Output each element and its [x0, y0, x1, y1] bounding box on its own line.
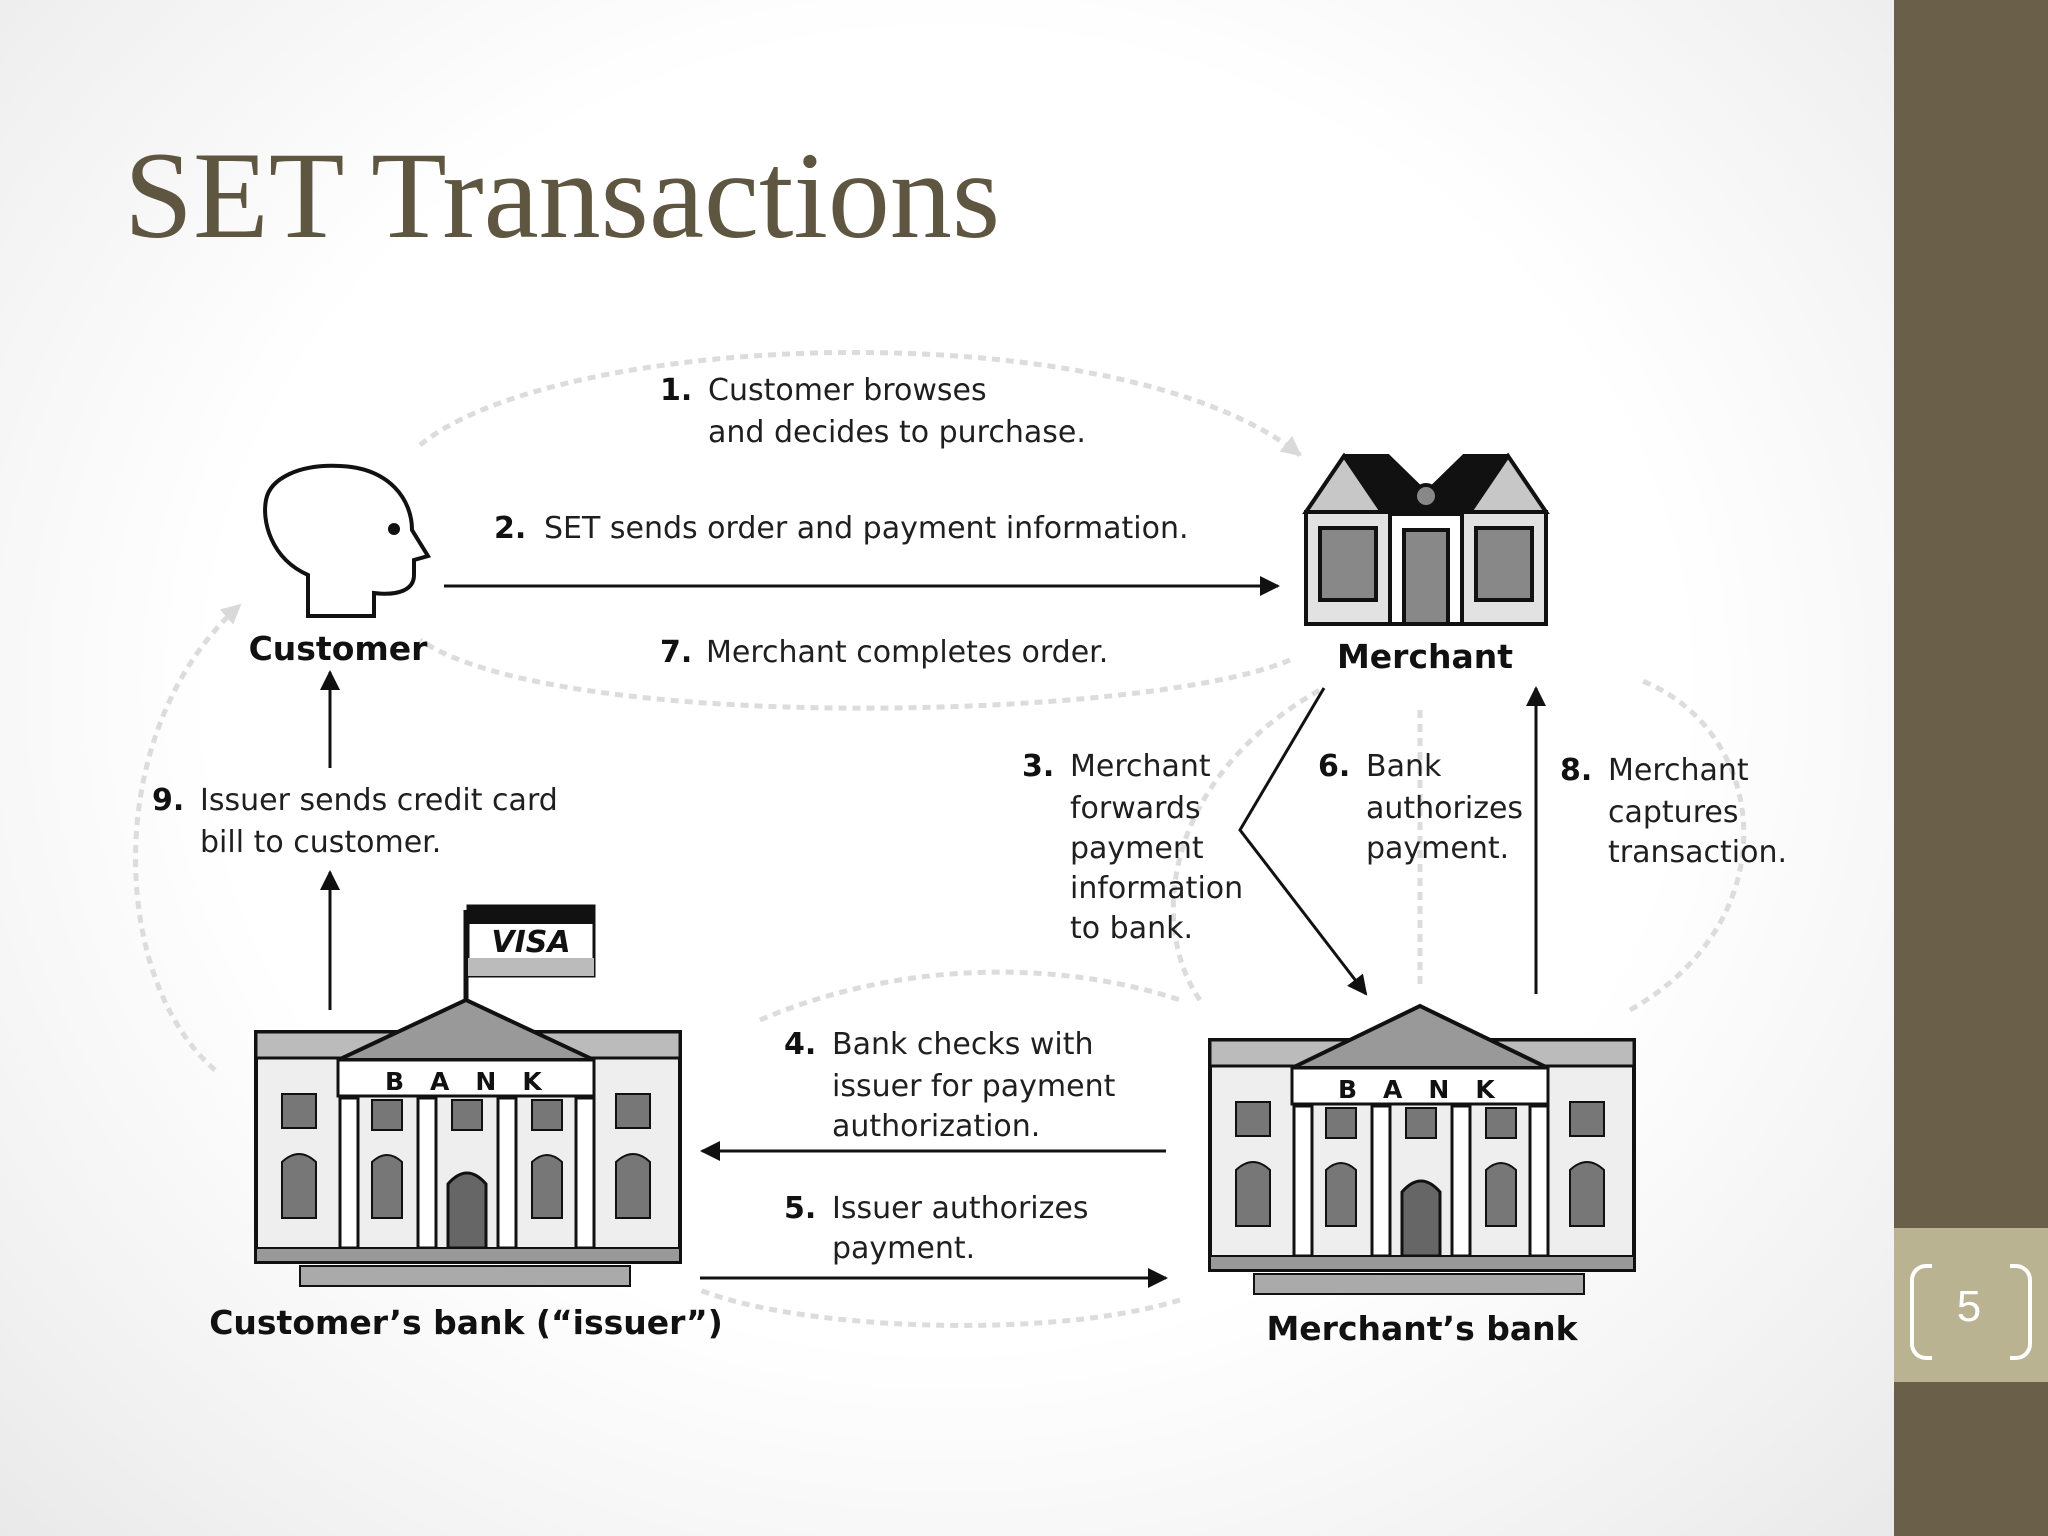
flow-arrows: [320, 576, 1546, 1288]
slide-title: SET Transactions: [124, 127, 1001, 264]
svg-text:4.: 4.: [784, 1027, 816, 1062]
loop-bottom: [699, 1287, 1181, 1328]
svg-text:8.: 8.: [1560, 753, 1592, 788]
loop-mid: [418, 637, 1291, 711]
merchant-bank-sign: BANK: [1338, 1075, 1521, 1104]
svg-text:Merchant completes order.: Merchant completes order.: [706, 635, 1108, 670]
customer-bank-sign: BANK: [385, 1067, 568, 1096]
svg-text:SET sends order and payment in: SET sends order and payment information.: [544, 511, 1189, 546]
svg-text:Issuer sends credit card: Issuer sends credit card: [200, 783, 558, 818]
svg-text:payment.: payment.: [1366, 831, 1509, 866]
svg-text:to bank.: to bank.: [1070, 911, 1193, 946]
loop-right: [1628, 677, 1747, 1013]
svg-text:payment.: payment.: [832, 1231, 975, 1266]
svg-text:forwards: forwards: [1070, 791, 1201, 826]
step-4: 4. Bank checks with issuer for payment a…: [784, 1027, 1116, 1144]
arrow-merchant-to-bank: [1238, 687, 1368, 996]
step-6: 6. Bank authorizes payment.: [1318, 749, 1523, 866]
svg-text:6.: 6.: [1318, 749, 1350, 784]
merchant-label: Merchant: [1337, 637, 1513, 676]
step-7: 7. Merchant completes order.: [660, 635, 1108, 670]
svg-text:2.: 2.: [494, 511, 526, 546]
step-9: 9. Issuer sends credit card bill to cust…: [152, 783, 558, 860]
svg-text:Bank checks with: Bank checks with: [832, 1027, 1094, 1062]
set-transaction-diagram: Customer Merchant VISA BANK: [133, 350, 1787, 1348]
loop-left: [133, 603, 242, 1072]
step-2: 2. SET sends order and payment informati…: [494, 511, 1189, 546]
background-loops: [133, 350, 1747, 1328]
merchant-bank-label: Merchant’s bank: [1266, 1309, 1578, 1348]
svg-text:1.: 1.: [660, 373, 692, 408]
step-3: 3. Merchant forwards payment information…: [1022, 749, 1243, 946]
customer-bank-label: Customer’s bank (“issuer”): [209, 1303, 723, 1342]
svg-text:9.: 9.: [152, 783, 184, 818]
svg-text:authorizes: authorizes: [1366, 791, 1523, 826]
svg-text:3.: 3.: [1022, 749, 1054, 784]
merchant-bank-icon: BANK: [1208, 1003, 1636, 1295]
svg-text:Issuer authorizes: Issuer authorizes: [832, 1191, 1088, 1226]
step-5: 5. Issuer authorizes payment.: [784, 1191, 1088, 1266]
svg-text:and decides to purchase.: and decides to purchase.: [708, 415, 1086, 450]
page-number: 5: [1956, 1282, 1982, 1331]
loop-top: [418, 350, 1302, 457]
svg-text:authorization.: authorization.: [832, 1109, 1040, 1144]
loop-bottom-top: [759, 969, 1181, 1023]
svg-text:Customer browses: Customer browses: [708, 373, 987, 408]
customer-head-icon: [263, 463, 432, 618]
left-brace-icon: [1910, 1264, 1932, 1360]
svg-text:information: information: [1070, 871, 1243, 906]
svg-text:bill to customer.: bill to customer.: [200, 825, 441, 860]
svg-text:Bank: Bank: [1366, 749, 1442, 784]
right-brace-icon: [2010, 1264, 2032, 1360]
merchant-store-icon: [1302, 452, 1550, 626]
svg-text:5.: 5.: [784, 1191, 816, 1226]
svg-text:Merchant: Merchant: [1070, 749, 1211, 784]
svg-text:payment: payment: [1070, 831, 1204, 866]
svg-text:transaction.: transaction.: [1608, 835, 1787, 870]
visa-flag-text: VISA: [491, 925, 570, 960]
svg-text:Merchant: Merchant: [1608, 753, 1749, 788]
svg-text:issuer for payment: issuer for payment: [832, 1069, 1116, 1104]
step-1: 1. Customer browses and decides to purch…: [660, 373, 1086, 450]
svg-text:captures: captures: [1608, 795, 1738, 830]
customer-bank-icon: VISA BANK: [254, 904, 682, 1287]
svg-text:7.: 7.: [660, 635, 692, 670]
step-8: 8. Merchant captures transaction.: [1560, 753, 1787, 870]
customer-label: Customer: [249, 629, 429, 668]
